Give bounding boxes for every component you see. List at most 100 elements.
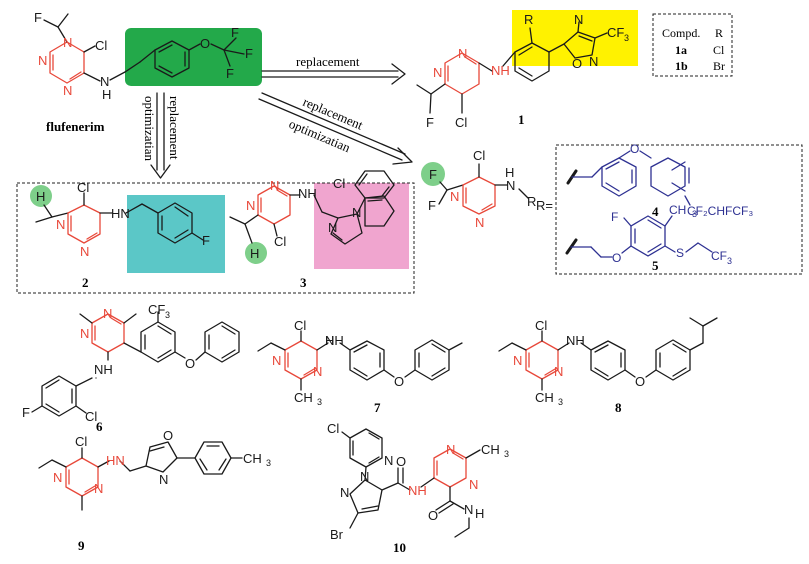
atom-label: N [313, 364, 322, 379]
atom-label: Cl [274, 234, 286, 249]
atom-label: NH [566, 333, 585, 348]
table-cell-cl: Cl [713, 43, 725, 57]
compound-8-structure [498, 317, 718, 391]
atom-label: F [429, 167, 437, 182]
atom-label: N [56, 217, 65, 232]
arrow-right [261, 63, 406, 85]
atom-label: N [384, 453, 393, 468]
atom-label: 3 [504, 449, 509, 459]
atom-label: N [53, 470, 62, 485]
atom-label: 3 [692, 209, 697, 219]
r-groups-box [555, 144, 803, 275]
atom-label: N [352, 205, 361, 220]
green-highlight-box [125, 28, 262, 86]
atom-label: N [80, 244, 89, 259]
atom-label: Br [330, 527, 344, 542]
table-cell-br: Br [713, 59, 725, 73]
atom-label: N [272, 353, 281, 368]
atom-label: NH [325, 333, 344, 348]
atom-label: CH [243, 451, 262, 466]
atom-label: O [163, 428, 173, 443]
atom-label: Cl [77, 180, 89, 195]
atom-label: N [103, 306, 112, 321]
atom-label: O [572, 56, 582, 71]
table-box [652, 13, 733, 77]
atom-label: CF [711, 249, 727, 263]
atom-label: N [328, 220, 337, 235]
atom-label: N [38, 53, 47, 68]
atom-label: 3 [266, 458, 271, 468]
compound-label-6: 6 [96, 419, 103, 434]
atom-label: O [396, 454, 406, 469]
compound-label-3: 3 [300, 275, 307, 290]
atom-label: Cl [75, 434, 87, 449]
atom-label: F [426, 115, 434, 130]
r-group-4-structure [566, 150, 691, 206]
atom-label: HN [111, 206, 130, 221]
atom-label: NH [94, 362, 113, 377]
compound-2-structure [35, 192, 204, 244]
atom-label: O [185, 356, 195, 371]
atom-label: O [428, 508, 438, 523]
atom-label: F [611, 210, 618, 224]
arrow-label-optimization-down: optimizatian [142, 96, 157, 161]
atom-label: N [270, 178, 279, 193]
atom-label: Cl [95, 38, 107, 53]
atom-label: F [245, 46, 253, 61]
compound-6-structure [31, 311, 240, 417]
green-circle-3 [245, 242, 267, 264]
atom-label: N [100, 74, 109, 89]
atom-label: H [505, 165, 514, 180]
atom-label: N [80, 326, 89, 341]
atom-label: S [676, 246, 684, 260]
compound-label-7: 7 [374, 400, 381, 415]
r-group-5-structure [565, 215, 713, 258]
atom-label: F [231, 25, 239, 40]
atom-label: O [200, 36, 210, 51]
atom-label: N [360, 469, 369, 484]
arrow-label-replacement: replacement [296, 54, 360, 69]
table-cell-1a: 1a [675, 43, 687, 57]
teal-highlight-box [127, 195, 225, 273]
compound-label-2: 2 [82, 275, 89, 290]
atom-label: N [63, 83, 72, 98]
atom-label: F [34, 10, 42, 25]
atom-label: H [475, 506, 484, 521]
arrow-down [150, 92, 171, 179]
atom-label: H [250, 246, 259, 261]
green-circle-r [421, 162, 445, 186]
atom-label: F [22, 405, 30, 420]
compound-label-10: 10 [393, 540, 406, 555]
atom-label: O [394, 374, 404, 389]
table-header-r: R [715, 26, 723, 40]
atom-label: Cl [85, 409, 97, 424]
atom-label: CH [481, 442, 500, 457]
atom-label: N [469, 477, 478, 492]
compound-3-structure [229, 170, 395, 245]
atom-label: R [524, 12, 533, 27]
atom-label: CF [607, 25, 624, 40]
atom-label: N [506, 178, 515, 193]
atom-label: N [475, 215, 484, 230]
atom-label: CH [294, 390, 313, 405]
atom-label: N [340, 485, 349, 500]
atom-label: N [450, 189, 459, 204]
atom-label: N [574, 12, 583, 27]
atom-label: H [102, 87, 111, 102]
atom-label: Cl [473, 148, 485, 163]
atom-label: O [630, 142, 639, 156]
table-cell-1b: 1b [675, 59, 688, 73]
compound-label-8: 8 [615, 400, 622, 415]
atom-label: Cl [535, 318, 547, 333]
compound-name-flufenerim: flufenerim [46, 119, 105, 134]
green-circle-2 [30, 185, 52, 207]
atom-label: Cl [333, 176, 345, 191]
yellow-highlight-box [512, 10, 638, 66]
atom-label: N [513, 353, 522, 368]
compounds-2-3-box [16, 182, 415, 294]
atom-label: N [589, 54, 598, 69]
compound-7-structure [257, 330, 463, 391]
atom-label: O [635, 374, 645, 389]
atom-label: F [428, 198, 436, 213]
